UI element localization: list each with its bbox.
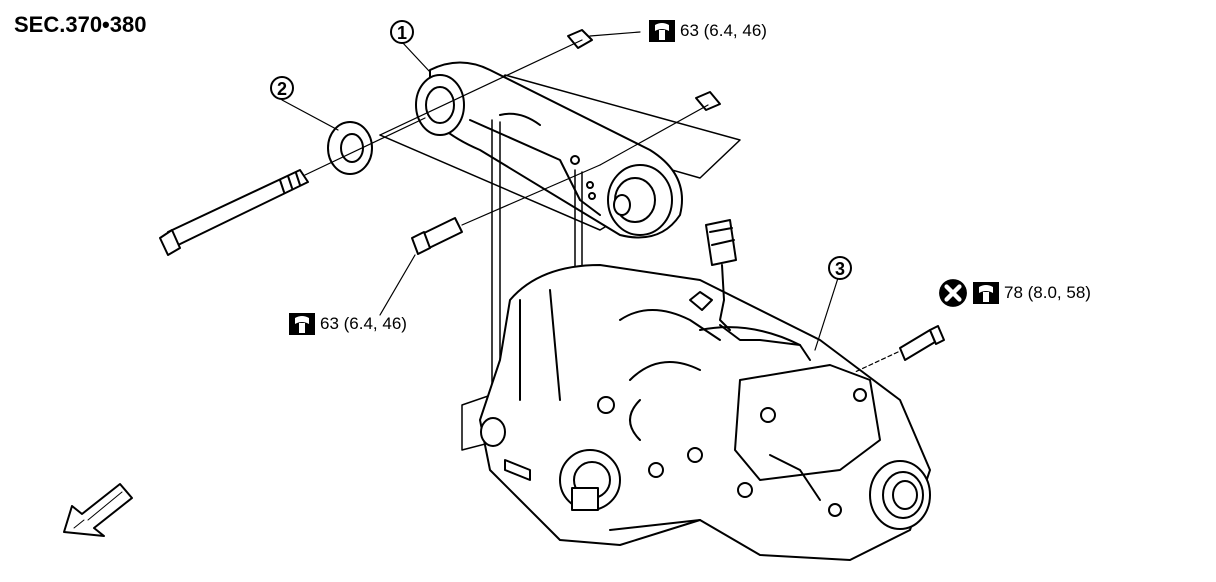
short-bolt-left [379,164,601,316]
callout-3-label: 3 [835,259,845,279]
torque-wrench-icon [649,20,675,42]
do-not-reuse-icon [939,279,967,307]
short-bolt-right [854,325,945,373]
long-bolt [159,117,426,256]
torque-wrench-icon [973,282,999,304]
torque-wrench-icon [289,313,315,335]
sensor-harness [689,219,811,361]
torque-value-right: 78 (8.0, 58) [1004,283,1091,302]
callout-3: 3 [828,256,852,280]
callout-1: 1 [390,20,414,44]
callout-2-label: 2 [277,79,287,99]
callout-1-label: 1 [397,23,407,43]
washer [327,121,373,175]
torque-spec-top: 63 (6.4, 46) [648,19,767,43]
torque-spec-left: 63 (6.4, 46) [288,312,407,336]
front-direction-arrow-icon [63,483,133,537]
torque-spec-right: 78 (8.0, 58) [938,278,1091,308]
torque-value-left: 63 (6.4, 46) [320,314,407,333]
nut-top-left [379,29,641,136]
final-drive-assembly [479,264,931,561]
rear-member-bracket [415,61,683,239]
nut-top-right [599,91,721,166]
callout-2: 2 [270,76,294,100]
section-label: SEC.370•380 [14,12,147,37]
torque-value-top: 63 (6.4, 46) [680,21,767,40]
